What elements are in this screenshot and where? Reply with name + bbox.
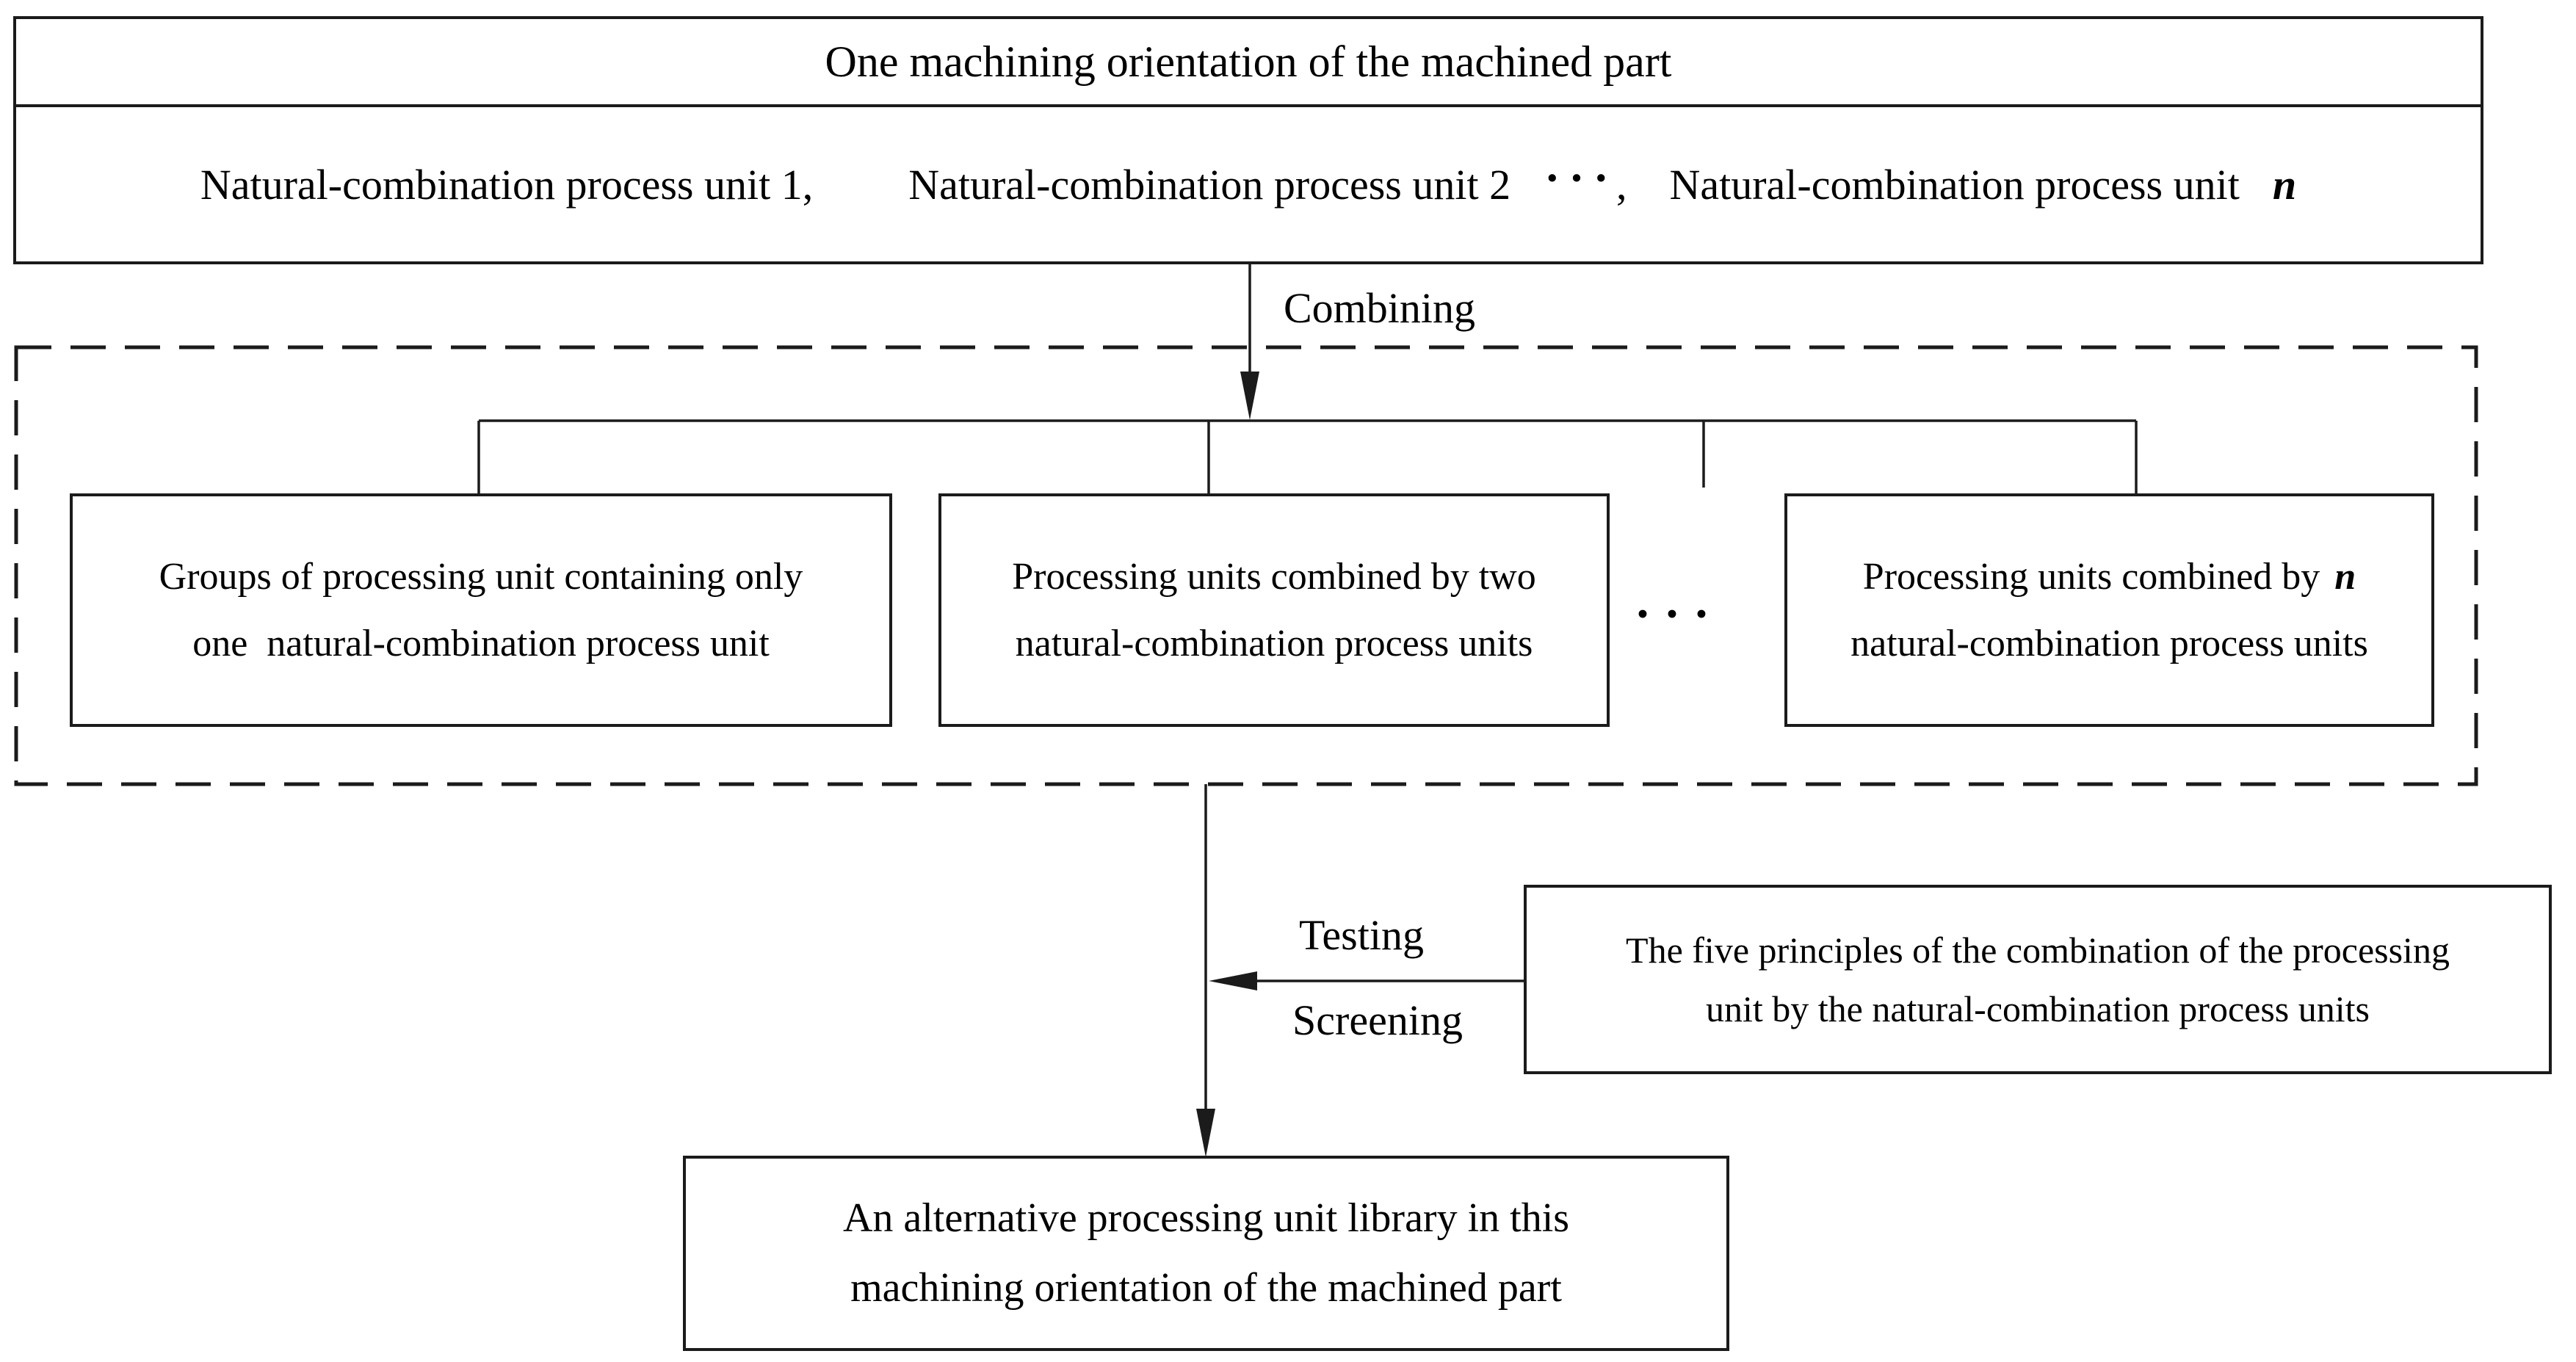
dashed-container-border: [14, 345, 2478, 786]
machining-orientation-box: One machining orientation of the machine…: [13, 16, 2483, 264]
two-unit-group-line1: Processing units combined by two: [1012, 556, 1536, 598]
n-unit-group-n-variable: n: [2334, 556, 2356, 598]
n-unit-group-line2: natural-combination process units: [1850, 623, 2368, 664]
alternative-library-box: An alternative processing unit library i…: [683, 1156, 1729, 1351]
n-unit-group-line1-prefix: Processing units combined by: [1862, 556, 2320, 598]
five-principles-line1: The five principles of the combination o…: [1626, 930, 2450, 971]
alternative-library-line1: An alternative processing unit library i…: [842, 1195, 1570, 1241]
combining-label: Combining: [1284, 284, 1476, 332]
units-ellipsis-comma: ,: [1616, 160, 1627, 209]
process-units-row: Natural-combination process unit 1, Natu…: [16, 107, 2481, 261]
single-unit-group-box: Groups of processing unit containing onl…: [70, 493, 892, 727]
process-unit-1-text: Natural-combination process unit 1,: [200, 160, 814, 209]
machining-orientation-title-text: One machining orientation of the machine…: [825, 37, 1672, 86]
five-principles-line2: unit by the natural-combination process …: [1706, 988, 2370, 1029]
n-unit-group-box: Processing units combined by n natural-co…: [1784, 493, 2434, 727]
five-principles-box: The five principles of the combination o…: [1524, 885, 2552, 1074]
screening-label: Screening: [1292, 996, 1463, 1044]
single-unit-group-line1: Groups of processing unit containing onl…: [159, 556, 803, 598]
two-unit-group-box: Processing units combined by two natural…: [938, 493, 1610, 727]
process-unit-2-text: Natural-combination process unit 2: [908, 160, 1511, 209]
process-unit-n-variable: n: [2272, 160, 2297, 209]
alternative-library-line2: machining orientation of the machined pa…: [850, 1265, 1562, 1311]
two-unit-group-line2: natural-combination process units: [1015, 623, 1533, 664]
machining-orientation-title: One machining orientation of the machine…: [16, 19, 2481, 107]
testing-label: Testing: [1299, 911, 1424, 959]
n-unit-group-line1: Processing units combined by n: [1863, 543, 2356, 610]
result-arrowhead-down-icon: [1196, 1109, 1215, 1157]
units-ellipsis: •••: [1547, 163, 1621, 194]
single-unit-group-line2: one natural-combination process unit: [192, 623, 770, 664]
group-boxes-ellipsis: •••: [1637, 597, 1726, 631]
combining-arrowhead-down-icon: [1240, 372, 1259, 420]
process-unit-n-prefix-text: Natural-combination process unit: [1669, 160, 2240, 209]
testing-arrowhead-left-icon: [1209, 971, 1257, 990]
